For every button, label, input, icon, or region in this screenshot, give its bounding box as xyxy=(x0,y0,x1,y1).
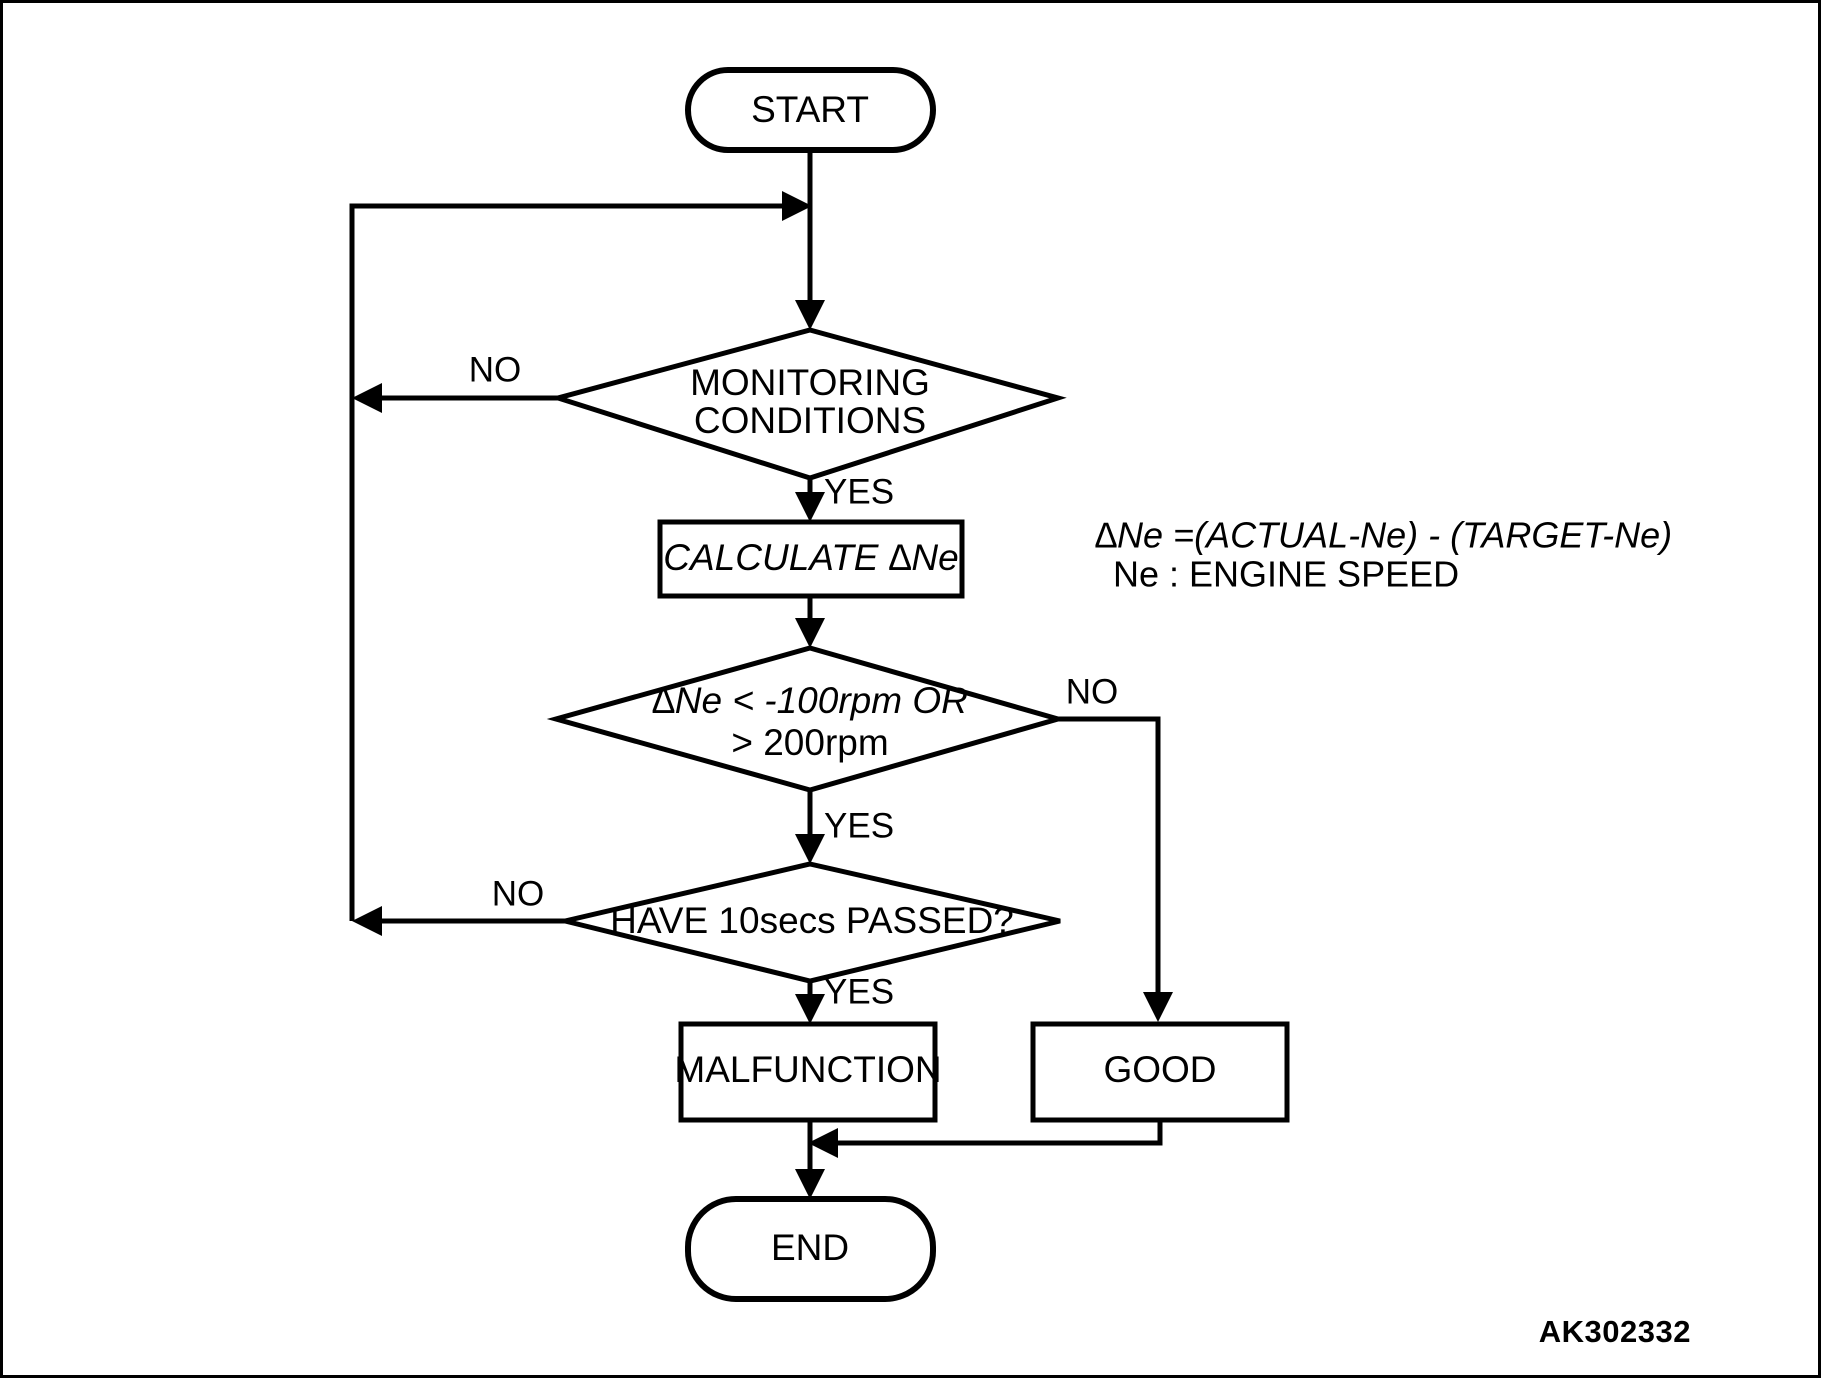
reference-code-label: AK302332 xyxy=(1538,1314,1691,1349)
node-malfunction-label: MALFUNCTION xyxy=(674,1049,941,1090)
arrowhead-threshold-yes xyxy=(795,834,825,864)
node-threshold-label-line2: > 200rpm xyxy=(731,722,888,763)
node-start-label: START xyxy=(751,89,869,130)
node-monitoring-conditions xyxy=(549,327,1067,481)
node-timer-label: HAVE 10secs PASSED? xyxy=(610,900,1014,941)
arrowhead-good-merge xyxy=(808,1128,838,1158)
arrowhead-timer-no xyxy=(352,906,382,936)
arrowhead-to-threshold xyxy=(795,618,825,648)
arrowhead-monitoring-yes xyxy=(795,492,825,522)
arrowhead-feedback-join xyxy=(782,191,812,221)
arrowhead-threshold-no-to-good xyxy=(1143,992,1173,1022)
edge-label-threshold-no: NO xyxy=(1066,672,1119,711)
arrowhead-timer-yes xyxy=(795,994,825,1024)
edge-label-threshold-yes: YES xyxy=(824,806,894,845)
edge-label-timer-yes: YES xyxy=(824,972,894,1011)
node-end xyxy=(685,1196,936,1302)
node-calculate xyxy=(657,519,965,599)
edge-label-monitoring-no: NO xyxy=(469,350,522,389)
node-timer xyxy=(564,861,1061,984)
node-monitoring-label-line2: CONDITIONS xyxy=(694,400,926,441)
node-monitoring-label-line1: MONITORING xyxy=(690,362,930,403)
connector-good-to-end xyxy=(828,1120,1163,1146)
connector-feedback-loop xyxy=(349,203,790,921)
connector-threshold-no xyxy=(1058,716,1161,1006)
node-end-label: END xyxy=(771,1227,849,1268)
edge-label-monitoring-yes: YES xyxy=(824,472,894,511)
node-start xyxy=(685,67,936,153)
node-calculate-label: CALCULATE ∆Ne xyxy=(663,537,958,578)
note-formula-line2: Ne : ENGINE SPEED xyxy=(1113,554,1459,595)
arrowhead-monitoring-no xyxy=(352,383,382,413)
edge-label-timer-no: NO xyxy=(492,874,545,913)
arrowhead-malfunction-to-end xyxy=(795,1169,825,1199)
node-good xyxy=(1030,1021,1290,1123)
node-malfunction xyxy=(678,1021,938,1123)
node-threshold-label-line1: ∆Ne < -100rpm OR xyxy=(652,680,968,721)
node-good-label: GOOD xyxy=(1103,1049,1216,1090)
arrowhead-to-monitoring xyxy=(795,300,825,330)
note-formula-line1: ∆Ne =(ACTUAL-Ne) - (TARGET-Ne) xyxy=(1095,515,1672,556)
node-threshold xyxy=(546,645,1068,793)
